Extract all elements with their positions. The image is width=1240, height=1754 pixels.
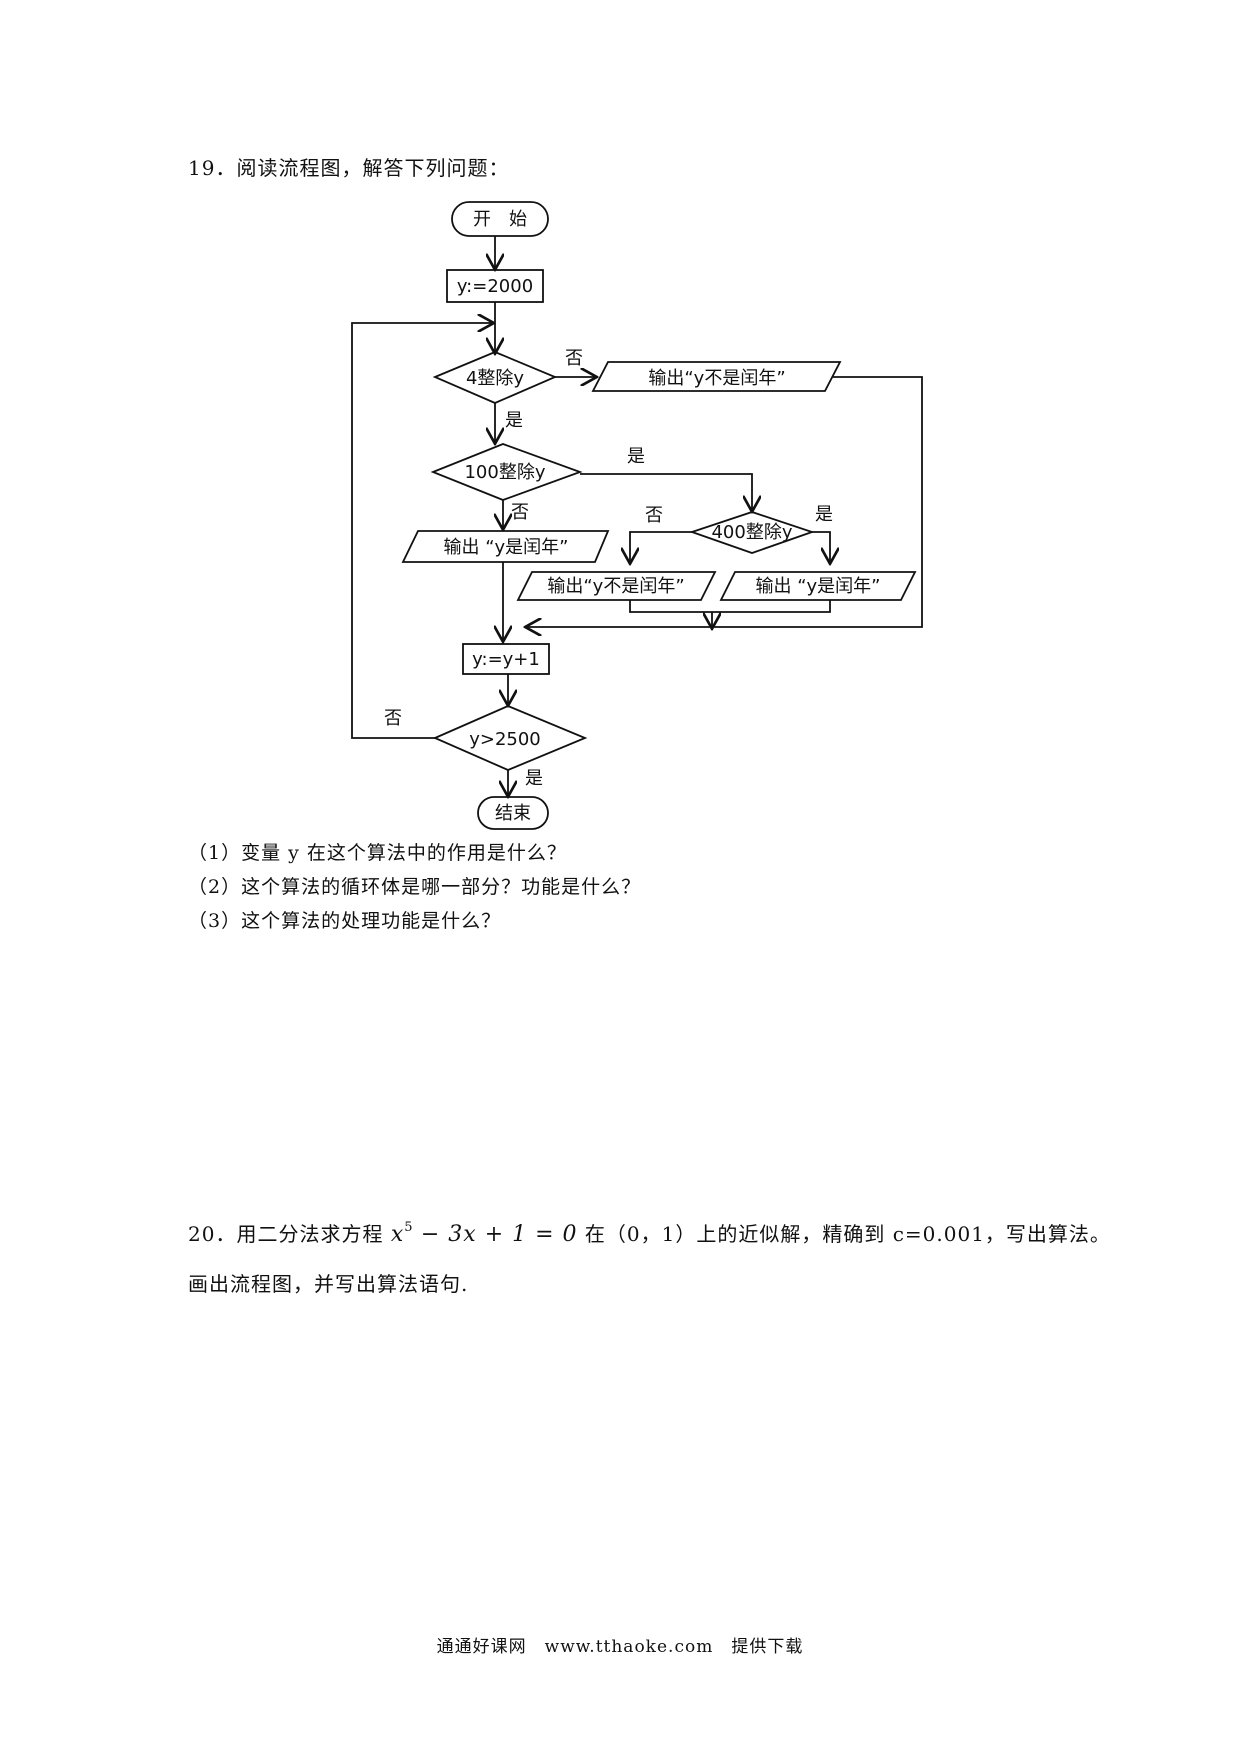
- yes-label-2: 是: [627, 446, 645, 467]
- out-not-leap-1-label: 输出“y不是闰年”: [648, 368, 785, 389]
- decision-div100: [430, 443, 583, 501]
- question-20-prefix: 20．用二分法求方程: [188, 1222, 384, 1246]
- increment-process-box: [462, 643, 550, 675]
- end-terminal: [477, 796, 549, 830]
- no-label-1: 否: [565, 348, 583, 369]
- out-not-leap-2-label: 输出“y不是闰年”: [547, 576, 684, 597]
- decision-gt2500: [432, 705, 588, 771]
- init-label: y:=2000: [457, 276, 533, 297]
- increment-label: y:=y+1: [472, 649, 540, 670]
- loop-back-line: [351, 323, 492, 739]
- equation-x: x: [390, 1222, 405, 1247]
- output-not-leap-1: [591, 361, 842, 392]
- question-19-sub2: （2）这个算法的循环体是哪一部分？功能是什么？: [188, 876, 642, 898]
- equation-exponent: 5: [404, 1220, 414, 1235]
- equation-rest: − 3x + 1 = 0: [420, 1222, 578, 1247]
- question-19-sub1: （1）变量 y 在这个算法中的作用是什么？: [188, 842, 567, 864]
- output-leap-1: [401, 530, 610, 563]
- no-label-2: 否: [511, 502, 529, 523]
- out-leap-1-label: 输出 “y是闰年”: [443, 537, 568, 558]
- end-label: 结束: [495, 803, 531, 824]
- yes-label-1: 是: [505, 410, 523, 431]
- start-terminal: [451, 201, 549, 237]
- start-label: 开 始: [473, 209, 527, 230]
- question-19-sub3: （3）这个算法的处理功能是什么？: [188, 910, 502, 932]
- cond400-label: 400整除y: [711, 522, 792, 543]
- cond2500-label: y>2500: [469, 729, 541, 750]
- out-leap-2-label: 输出 “y是闰年”: [755, 576, 880, 597]
- flowchart: 开 始 y:=2000 4整除y 否 输出“y不是闰年” 是 100整除y 是 …: [351, 201, 923, 830]
- output-leap-2: [719, 571, 917, 601]
- yes-label-4: 是: [525, 768, 543, 789]
- question-20-line2: 画出流程图，并写出算法语句.: [188, 1272, 469, 1296]
- page-footer: 通通好课网 www.tthaoke.com 提供下载: [436, 1637, 804, 1657]
- cond4-label: 4整除y: [466, 368, 524, 389]
- question-20-line1: 20．用二分法求方程 x5 − 3x + 1 = 0 在（0，1）上的近似解，精…: [188, 1218, 1111, 1247]
- cond100-label: 100整除y: [464, 462, 545, 483]
- question-19-title: 19．阅读流程图，解答下列问题：: [188, 156, 510, 180]
- no-label-4: 否: [384, 708, 402, 729]
- output-not-leap-2: [516, 571, 717, 601]
- yes-label-3: 是: [815, 504, 833, 525]
- question-20-suffix: 在（0，1）上的近似解，精确到 c=0.001，写出算法。: [584, 1222, 1111, 1246]
- no-label-3: 否: [645, 505, 663, 526]
